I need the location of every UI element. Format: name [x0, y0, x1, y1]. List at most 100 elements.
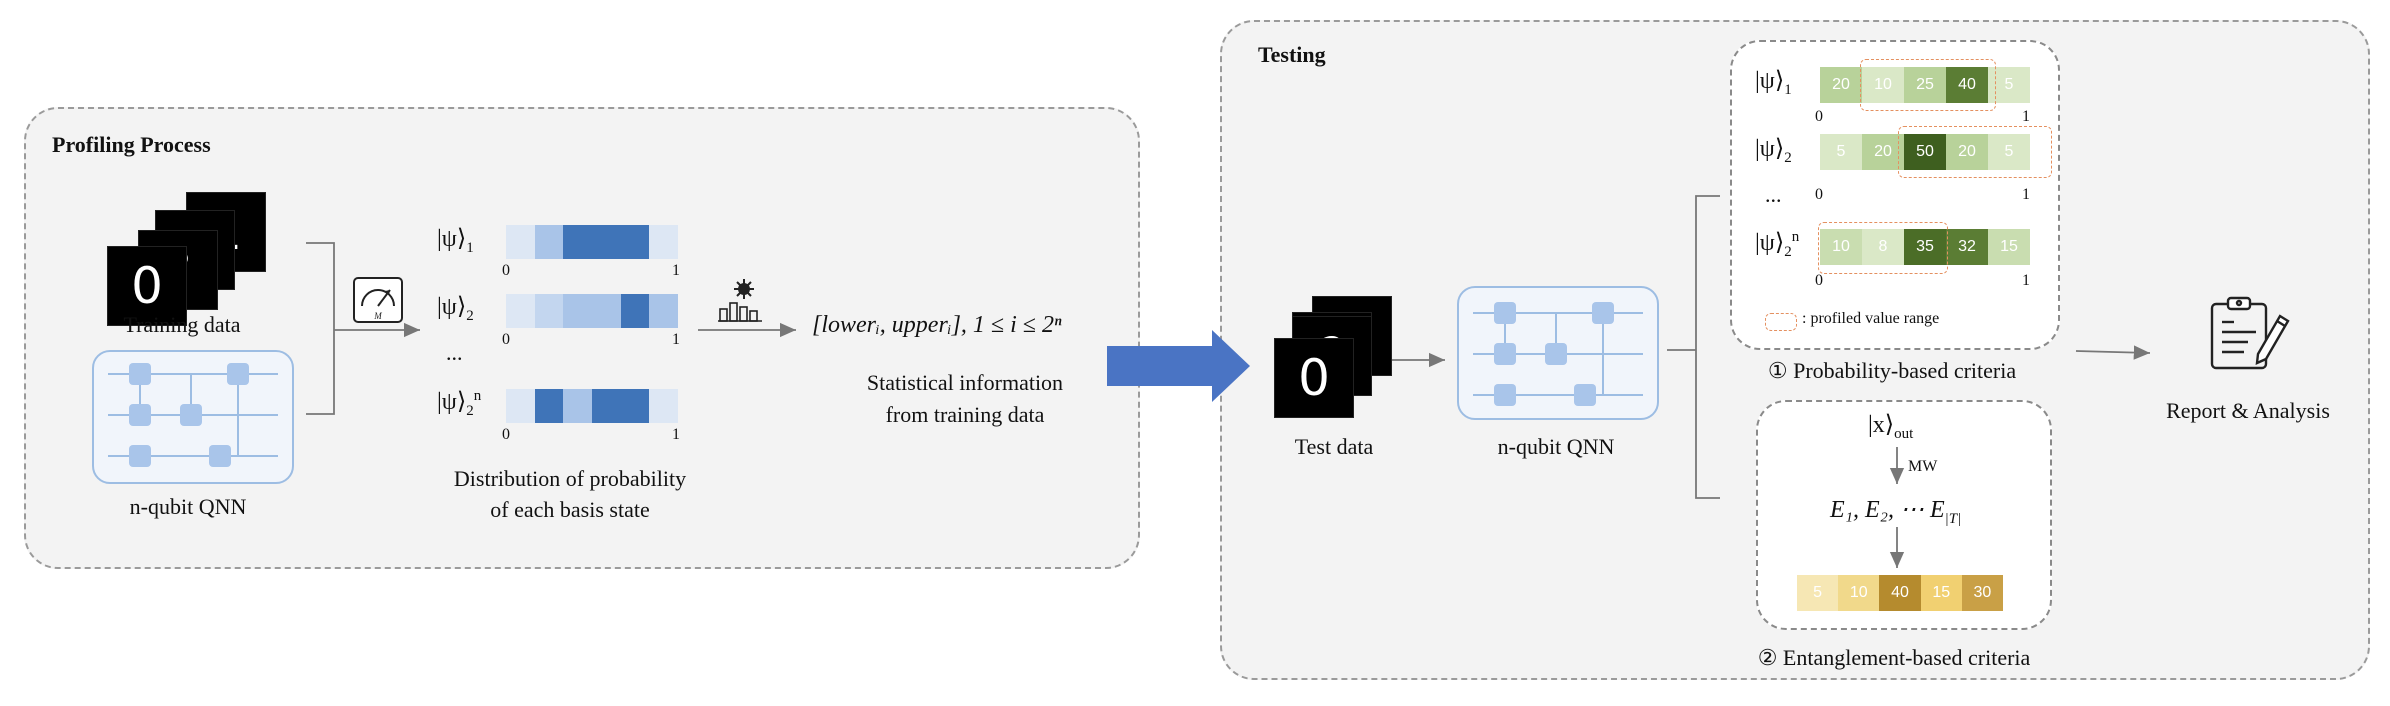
probability-cell: 8 — [1862, 229, 1904, 265]
testing-ellipsis: ... — [1765, 182, 1782, 207]
svg-text:M: M — [373, 311, 382, 321]
distribution-cell — [649, 389, 679, 423]
distribution-label-line1: Distribution of probability — [453, 466, 687, 491]
profiling-ket-2: |ψ⟩2 — [437, 294, 474, 324]
distribution-cell — [563, 225, 593, 259]
axis-max: 1 — [2022, 186, 2030, 203]
profiling-title: Profiling Process — [52, 132, 211, 157]
axis-max: 1 — [672, 331, 680, 348]
legend-text: : profiled value range — [1802, 310, 1940, 327]
profiled-range-1 — [1860, 59, 1996, 111]
distribution-cell — [506, 294, 535, 328]
axis-min: 0 — [502, 262, 510, 279]
profiled-range-2n — [1818, 222, 1948, 274]
big-arrow-icon — [1107, 330, 1250, 402]
axis-min: 0 — [502, 426, 510, 443]
probability-cell: 25 — [1904, 67, 1946, 103]
qnn-gate — [129, 404, 151, 426]
testing-title: Testing — [1258, 42, 1326, 67]
profiling-bar-2n — [506, 389, 679, 423]
distribution-cell — [649, 294, 679, 328]
test-ket-2n: |ψ⟩2n — [1755, 229, 1800, 260]
training-digit-0: 0 — [107, 246, 187, 326]
axis-max: 1 — [2022, 272, 2030, 289]
report-clipboard-icon — [2200, 296, 2294, 376]
distribution-cell — [592, 294, 621, 328]
distribution-cell — [649, 225, 679, 259]
probability-cell: 40 — [1946, 67, 1988, 103]
histogram-icon — [716, 277, 764, 325]
qnn-gate — [129, 445, 151, 467]
qnn-gate — [1574, 384, 1596, 406]
distribution-cell — [534, 294, 564, 328]
qnn-gate — [129, 363, 151, 385]
entanglement-terms: E₁, E₂, ⋯ E|T| — [1830, 497, 1962, 527]
distribution-cell — [563, 389, 593, 423]
probability-cell: 20 — [1862, 134, 1904, 170]
distribution-cell — [620, 294, 650, 328]
stat-label-line2: from training data — [885, 402, 1045, 427]
entanglement-cell: 30 — [1961, 575, 2004, 611]
x-out-label: |x⟩out — [1868, 412, 1914, 442]
meter-icon: M — [352, 276, 404, 324]
qnn-gate — [1494, 343, 1516, 365]
probability-cell: 50 — [1904, 134, 1946, 170]
qnn-gate — [1494, 384, 1516, 406]
test-digit-0: 0 — [1274, 338, 1354, 418]
criteria1-label: ① Probability-based criteria — [1767, 358, 2017, 383]
test-ket-1: |ψ⟩1 — [1755, 68, 1792, 98]
probability-cell: 5 — [1988, 134, 2030, 170]
qnn-label-profiling: n-qubit QNN — [129, 494, 247, 519]
entanglement-cell: 10 — [1838, 575, 1880, 611]
probability-cell: 5 — [1820, 134, 1862, 170]
mw-label: MW — [1908, 458, 1938, 475]
qnn-gate — [1545, 343, 1567, 365]
probability-cell: 20 — [1946, 134, 1988, 170]
probability-cell: 35 — [1904, 229, 1946, 265]
criteria2-label: ② Entanglement-based criteria — [1757, 645, 2031, 670]
axis-min: 0 — [1815, 186, 1823, 203]
entanglement-cell: 15 — [1920, 575, 1962, 611]
profiling-bar-2 — [506, 294, 679, 328]
qnn-circuit-testing — [1457, 286, 1659, 420]
axis-min: 0 — [1815, 108, 1823, 125]
distribution-cell — [506, 225, 535, 259]
qnn-gate — [1592, 302, 1614, 324]
distribution-cell — [534, 225, 564, 259]
qnn-gate — [227, 363, 249, 385]
probability-cell: 32 — [1946, 229, 1988, 265]
distribution-cell — [563, 294, 593, 328]
axis-max: 1 — [672, 426, 680, 443]
profiling-ket-2n: |ψ⟩2n — [437, 388, 482, 419]
training-data-label: Training data — [123, 312, 241, 337]
axis-min: 0 — [1815, 272, 1823, 289]
qnn-gate — [1494, 302, 1516, 324]
qnn-circuit-profiling — [92, 350, 294, 484]
test-data-label: Test data — [1294, 434, 1374, 459]
profiled-range-2 — [1898, 126, 2052, 178]
report-label: Report & Analysis — [2166, 398, 2330, 423]
distribution-cell — [620, 225, 650, 259]
profiling-ket-1: |ψ⟩1 — [437, 226, 474, 256]
axis-max: 1 — [672, 262, 680, 279]
distribution-label-line2: of each basis state — [490, 497, 650, 522]
test-ket-2: |ψ⟩2 — [1755, 136, 1792, 166]
axis-min: 0 — [502, 331, 510, 348]
profiling-panel — [24, 107, 1140, 569]
legend-range-swatch — [1765, 313, 1797, 331]
qnn-gate — [180, 404, 202, 426]
probability-cell: 10 — [1820, 229, 1862, 265]
profiling-ellipsis: ... — [446, 340, 463, 365]
profiling-bar-1 — [506, 225, 679, 259]
probability-cell: 10 — [1862, 67, 1904, 103]
entanglement-cell: 5 — [1797, 575, 1839, 611]
range-formula: [lowerᵢ, upperᵢ], 1 ≤ i ≤ 2ⁿ — [812, 312, 1062, 338]
distribution-cell — [534, 389, 564, 423]
qnn-gate — [209, 445, 231, 467]
distribution-cell — [506, 389, 535, 423]
